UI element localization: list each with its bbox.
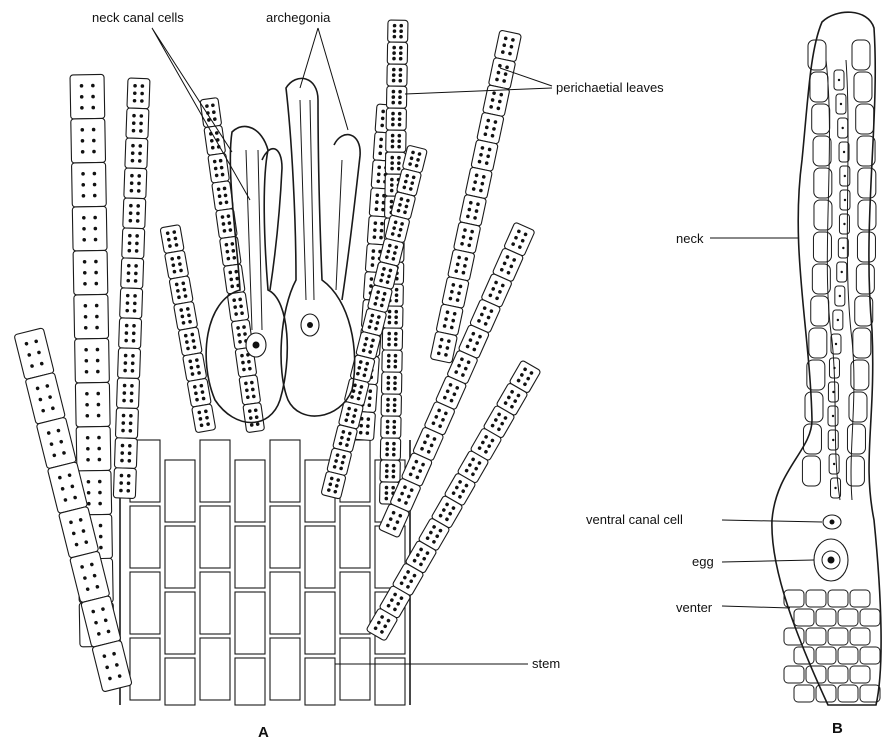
label-venter: venter xyxy=(676,600,713,615)
leaf-strand-3 xyxy=(113,78,150,499)
panel-letter-a: A xyxy=(258,724,269,740)
label-neck: neck xyxy=(676,231,704,246)
archegonium-right xyxy=(334,135,360,300)
ventral-canal-cell-nucleus xyxy=(830,520,835,525)
neck-canal-cells-b xyxy=(828,70,850,498)
venter-cells xyxy=(784,590,880,702)
leader-venter xyxy=(722,606,790,608)
leader-perichaetial-leaves xyxy=(405,68,552,94)
figure-b-archegonium: neck ventral canal cell egg venter B xyxy=(586,12,881,737)
label-egg: egg xyxy=(692,554,714,569)
label-neck-canal-cells: neck canal cells xyxy=(92,10,184,25)
archegonium-center xyxy=(281,78,355,416)
label-archegonia: archegonia xyxy=(266,10,331,25)
figure-a-shoot-apex: neck canal cells archegonia perichaetial… xyxy=(14,10,664,740)
leaf-strand-4 xyxy=(160,225,216,433)
label-ventral-canal-cell: ventral canal cell xyxy=(586,512,683,527)
leader-egg xyxy=(722,560,814,562)
label-stem: stem xyxy=(532,656,560,671)
label-perichaetial-leaves: perichaetial leaves xyxy=(556,80,664,95)
leaf-strand-2 xyxy=(14,328,132,692)
egg-nucleolus xyxy=(828,557,835,564)
neck-wall-cells xyxy=(802,40,876,486)
leader-neck-canal-cells xyxy=(152,28,250,200)
stem-tissue xyxy=(120,440,410,705)
panel-letter-b: B xyxy=(832,720,843,737)
